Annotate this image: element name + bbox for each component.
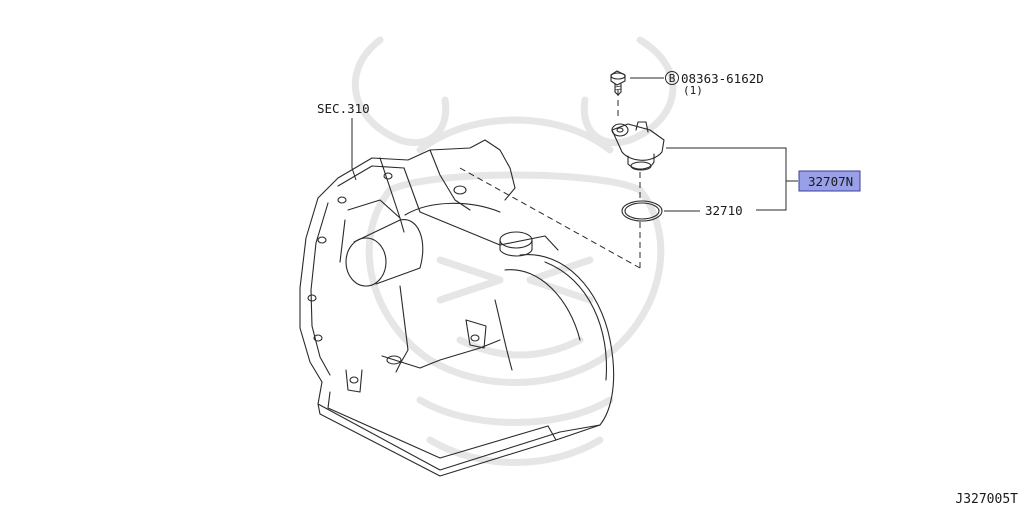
transmission-case-illustration — [299, 139, 615, 477]
sensor-part-number[interactable]: 32707N — [808, 174, 853, 189]
sensor-part-highlight[interactable]: 32707N — [798, 170, 861, 192]
bolt-part-number[interactable]: 08363-6162D — [681, 71, 764, 86]
section-reference-label[interactable]: SEC.310 — [317, 101, 370, 116]
o-ring-illustration — [621, 200, 663, 222]
watermark-crest — [351, 36, 677, 466]
speed-sensor-illustration — [611, 121, 665, 171]
bolt-symbol-badge: B — [665, 71, 679, 85]
bolt-quantity: (1) — [683, 84, 703, 97]
o-ring-part-number[interactable]: 32710 — [705, 203, 743, 218]
bolt-symbol-letter: B — [669, 72, 676, 85]
leader-lines — [351, 77, 798, 212]
bolt-illustration — [610, 70, 626, 96]
figure-code: J327005T — [955, 492, 1018, 507]
